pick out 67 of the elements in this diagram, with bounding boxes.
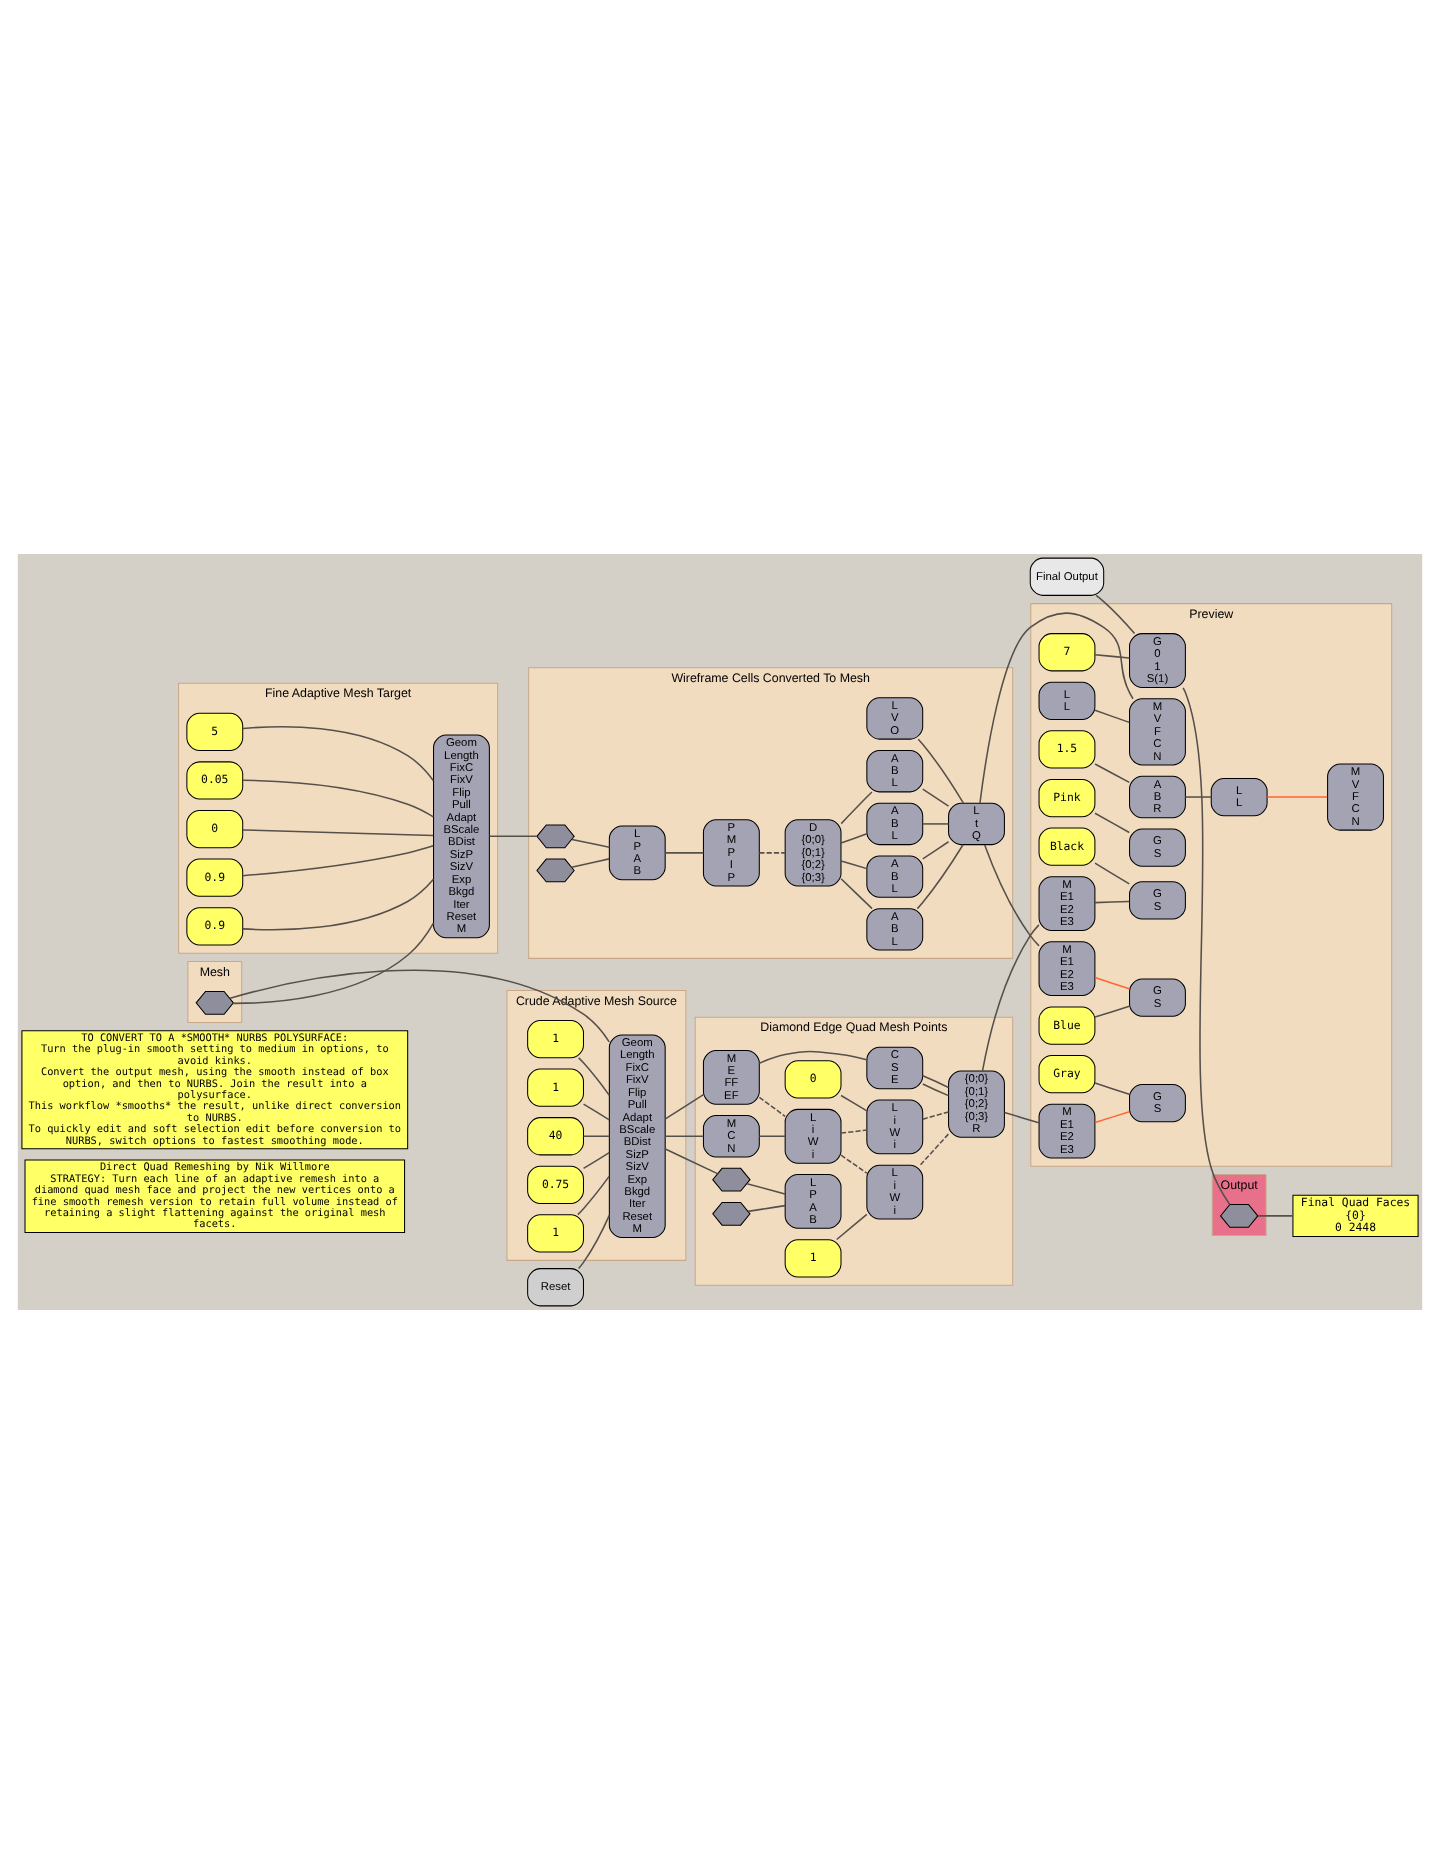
connector [1094,900,1131,904]
connector [1094,976,1131,990]
node-hexagon [712,1201,751,1226]
connector [664,1148,719,1175]
connector [922,823,950,825]
connector [570,858,610,868]
connector [1003,1111,1040,1124]
node-hexagon [712,1167,751,1192]
connector [922,1111,950,1120]
connector [488,835,538,838]
connector [840,1154,868,1174]
connector [582,1151,611,1170]
connector [1184,796,1212,798]
connector [922,1075,950,1089]
node-hexagon [536,858,575,883]
connector [981,924,1040,1072]
connector [922,788,950,807]
node-hexagon [1219,1204,1259,1228]
connector [582,1135,611,1138]
connector [758,852,786,854]
connector [1257,1215,1294,1217]
connector [746,1182,786,1195]
connector [840,791,873,825]
connector [1095,594,1136,635]
connector [979,612,1134,804]
connector [664,852,705,854]
connector [840,860,868,870]
connector [758,1050,868,1064]
connector [1094,812,1131,834]
connector [577,1057,611,1097]
connector [232,922,435,1005]
connector [922,1083,950,1097]
connector [983,844,1040,947]
connector [1094,654,1131,659]
connector [1182,687,1231,1206]
connector [840,832,868,844]
connector [1094,1005,1131,1018]
connector [835,1213,868,1241]
connector [242,779,435,818]
connector [1094,709,1131,724]
connector [571,838,611,849]
connector [840,1094,868,1112]
connector [229,969,610,1043]
connector [242,845,435,877]
connector [916,843,964,910]
connector [664,1135,705,1138]
connector [1094,763,1131,784]
connector [664,1093,705,1120]
connector [747,1204,786,1213]
connector [582,1103,611,1121]
node-hexagon [536,824,575,849]
connector [242,725,435,782]
connector [577,1175,610,1216]
connector [1266,796,1328,798]
connector [1094,862,1131,885]
connector [840,878,873,910]
connector [840,1129,868,1134]
connector [242,829,434,837]
connector [922,841,950,860]
connector [758,1096,786,1118]
node-hexagon [195,990,235,1015]
connector [242,878,435,931]
connector [919,1133,950,1166]
connector [917,738,965,804]
connector [1094,1110,1131,1124]
connector [758,1135,786,1138]
connector [1094,1082,1131,1096]
